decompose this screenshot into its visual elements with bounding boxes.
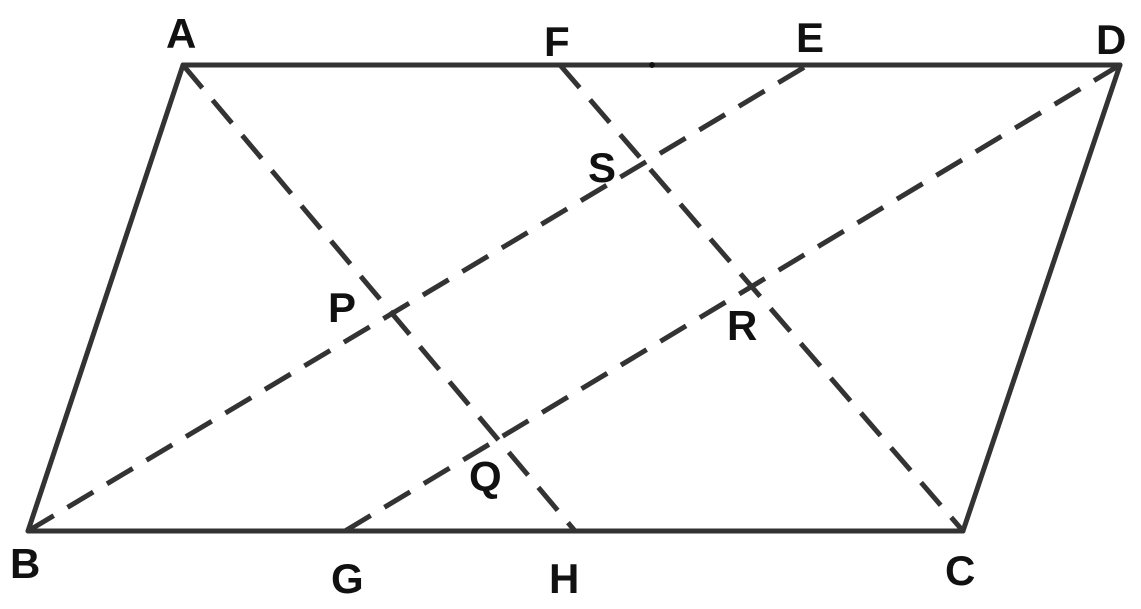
label-b: B <box>10 540 40 587</box>
label-r: R <box>727 302 757 349</box>
label-a: A <box>166 10 196 57</box>
label-g: G <box>331 555 364 602</box>
label-f: F <box>544 18 570 65</box>
label-q: Q <box>469 453 502 500</box>
segment-fc <box>558 63 965 533</box>
label-h: H <box>549 555 579 602</box>
label-d: D <box>1096 16 1126 63</box>
segment-gd <box>343 62 1122 534</box>
label-s: S <box>588 144 616 191</box>
edge-cd <box>960 62 1123 534</box>
label-p: P <box>328 284 356 331</box>
edge-ab <box>25 62 186 534</box>
segment-ah <box>181 63 577 533</box>
label-e: E <box>796 14 824 61</box>
label-c: C <box>945 547 975 594</box>
segment-be <box>26 62 810 534</box>
point-marker <box>649 62 655 68</box>
